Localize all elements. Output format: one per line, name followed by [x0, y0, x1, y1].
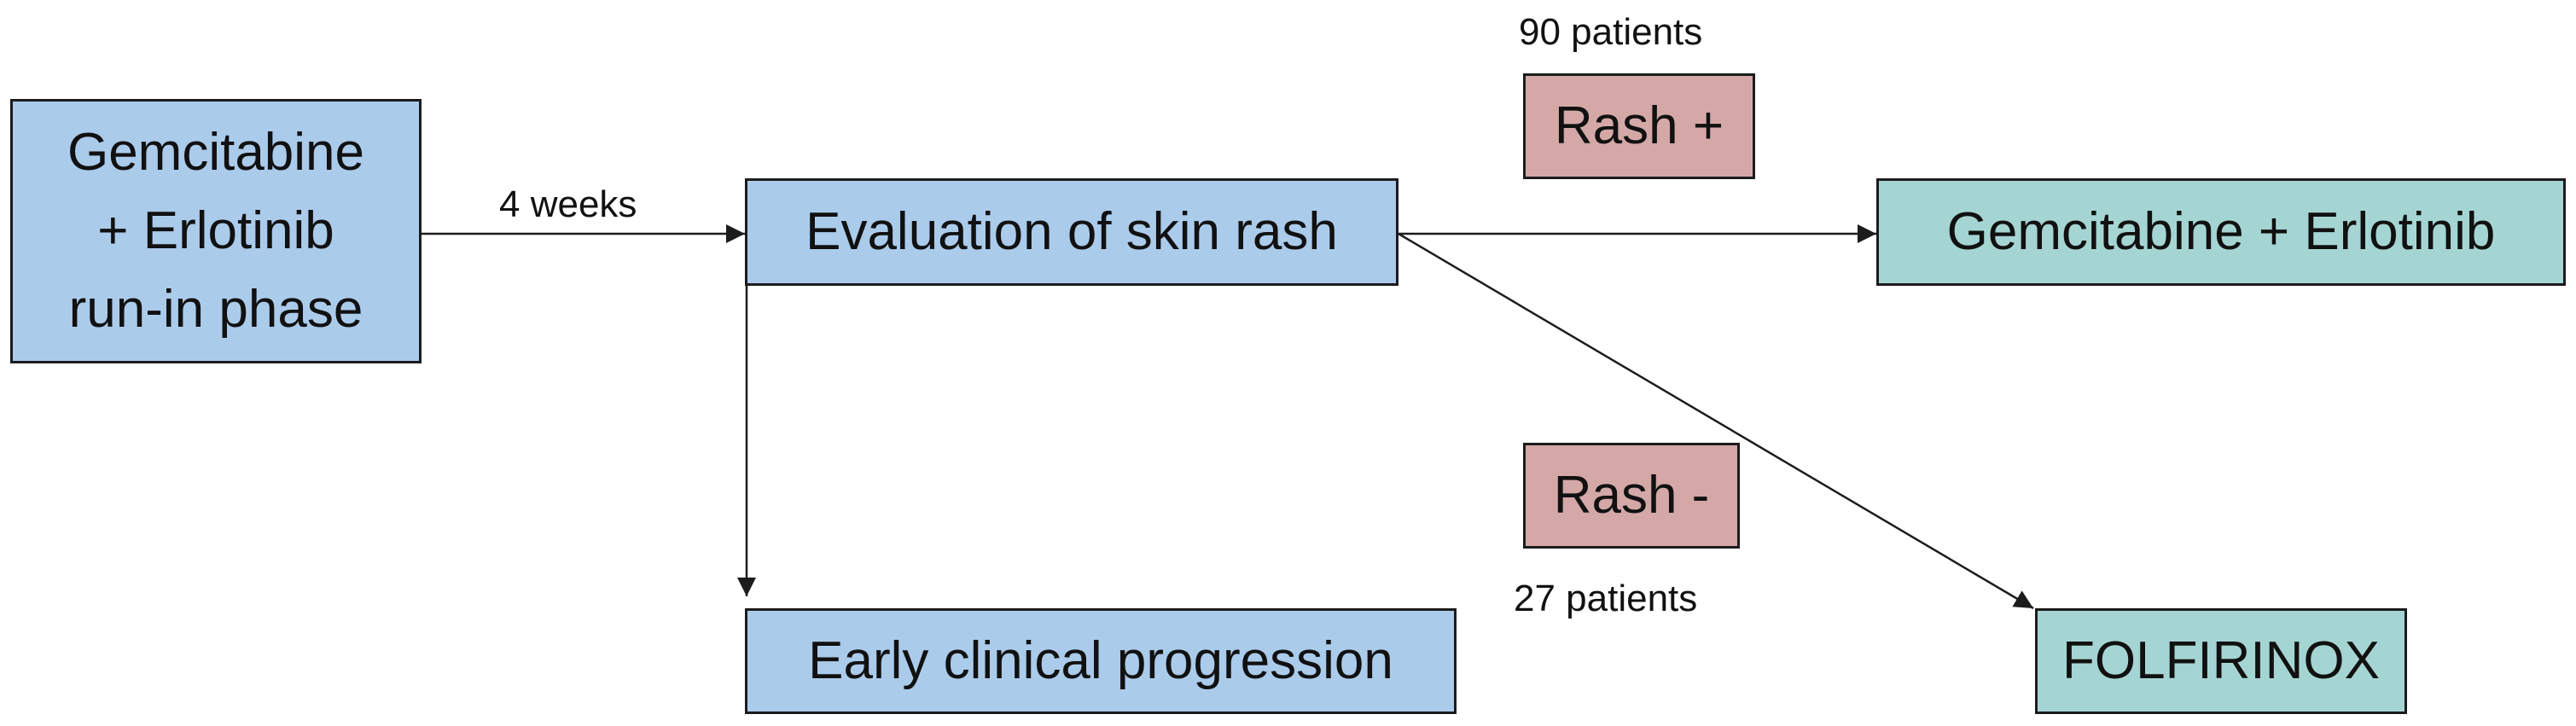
skin-rash-evaluation-box: Evaluation of skin rash	[745, 178, 1398, 286]
arrow-evaluation-to-folfirinox	[1398, 232, 2034, 610]
early-progression-box: Early clinical progression	[745, 608, 1457, 714]
run-in-phase-box: Gemcitabine + Erlotinib run-in phase	[10, 99, 422, 363]
rash-positive-count: 90 patients	[1519, 11, 1703, 53]
rash-negative-box: Rash -	[1523, 443, 1740, 549]
gemcitabine-erlotinib-box: Gemcitabine + Erlotinib	[1876, 178, 2566, 286]
duration-label: 4 weeks	[499, 183, 637, 225]
rash-negative-count: 27 patients	[1514, 578, 1698, 619]
folfirinox-box: FOLFIRINOX	[2035, 608, 2407, 714]
rash-positive-box: Rash +	[1523, 73, 1755, 179]
